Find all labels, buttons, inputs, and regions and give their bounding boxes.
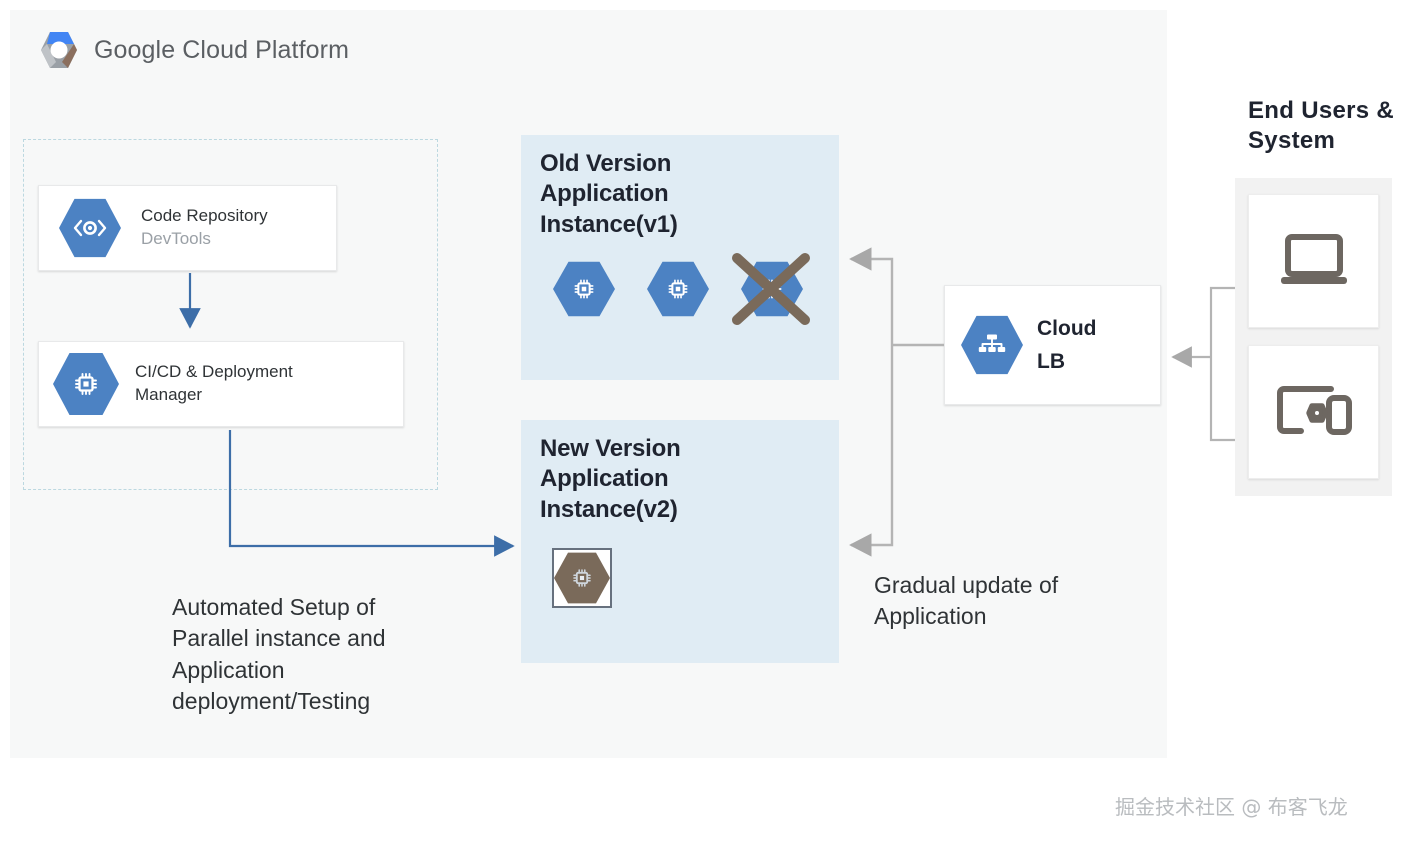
card-subtitle: Manager <box>135 385 203 404</box>
old-version-title: Old Version Application Instance(v1) <box>540 149 678 240</box>
device-card-laptop[interactable] <box>1248 194 1379 328</box>
gcp-hexagon-logo-icon <box>38 28 80 72</box>
new-version-title: New Version Application Instance(v2) <box>540 434 681 525</box>
source-repository-icon <box>59 197 121 259</box>
multi-device-icon <box>1276 386 1352 435</box>
annotation-automated-setup: Automated Setup of Parallel instance and… <box>172 592 472 717</box>
cloud-load-balancer-icon <box>961 314 1023 376</box>
annotation-line: Parallel instance and <box>172 625 386 652</box>
title-line: End Users & <box>1248 97 1395 124</box>
deployment-manager-chip-icon <box>53 351 119 417</box>
old-version-instances <box>553 253 810 325</box>
new-version-instance-group: New Version Application Instance(v2) <box>521 420 839 663</box>
annotation-line: Application <box>172 656 285 683</box>
laptop-icon <box>1280 234 1347 284</box>
lb-label-line: LB <box>1037 349 1065 373</box>
gcp-logo-text: Google Cloud Platform <box>94 35 350 64</box>
connector-laptop-to-bracket <box>1209 286 1235 442</box>
annotation-line: deployment/Testing <box>172 687 371 714</box>
title-line: System <box>1248 127 1336 155</box>
title-line: Old Version <box>540 150 672 177</box>
card-cicd-text: CI/CD & Deployment Manager <box>135 361 293 407</box>
annotation-line: Application <box>874 603 987 630</box>
watermark: 掘金技术社区 @ 布客飞龙 <box>1115 795 1348 819</box>
x-cross-icon <box>732 253 810 325</box>
card-cicd-deployment-manager[interactable]: CI/CD & Deployment Manager <box>38 341 404 427</box>
new-version-instances <box>552 548 612 608</box>
old-version-instance-group: Old Version Application Instance(v1) <box>521 135 839 380</box>
annotation-gradual-update: Gradual update of Application <box>874 570 1124 633</box>
lb-label-line: Cloud <box>1037 316 1097 340</box>
annotation-line: Gradual update of <box>874 572 1059 598</box>
compute-instance-hexagon-icon-decommissioned[interactable] <box>732 253 810 325</box>
compute-instance-hexagon-icon[interactable] <box>553 260 615 318</box>
compute-instance-hexagon-icon-selected[interactable] <box>552 548 612 608</box>
compute-instance-hexagon-icon[interactable] <box>647 260 709 318</box>
card-cloud-load-balancer[interactable]: Cloud LB <box>944 285 1161 405</box>
title-line: New Version <box>540 435 681 462</box>
end-users-device-group <box>1235 178 1392 496</box>
title-line: Application <box>540 465 669 493</box>
end-users-title: End Users & System <box>1248 96 1425 157</box>
card-code-repository-text: Code Repository DevTools <box>141 205 268 251</box>
card-subtitle: DevTools <box>141 229 211 248</box>
cloud-lb-text: Cloud LB <box>1037 317 1096 374</box>
device-card-multi-device[interactable] <box>1248 345 1379 479</box>
gcp-branding: Google Cloud Platform <box>38 28 349 72</box>
annotation-line: Automated Setup of <box>172 594 376 620</box>
card-code-repository[interactable]: Code Repository DevTools <box>38 185 337 271</box>
card-title: Code Repository <box>141 206 268 226</box>
title-line: Instance(v2) <box>540 495 678 523</box>
title-line: Application <box>540 180 669 208</box>
card-title: CI/CD & Deployment <box>135 362 293 382</box>
title-line: Instance(v1) <box>540 210 678 238</box>
